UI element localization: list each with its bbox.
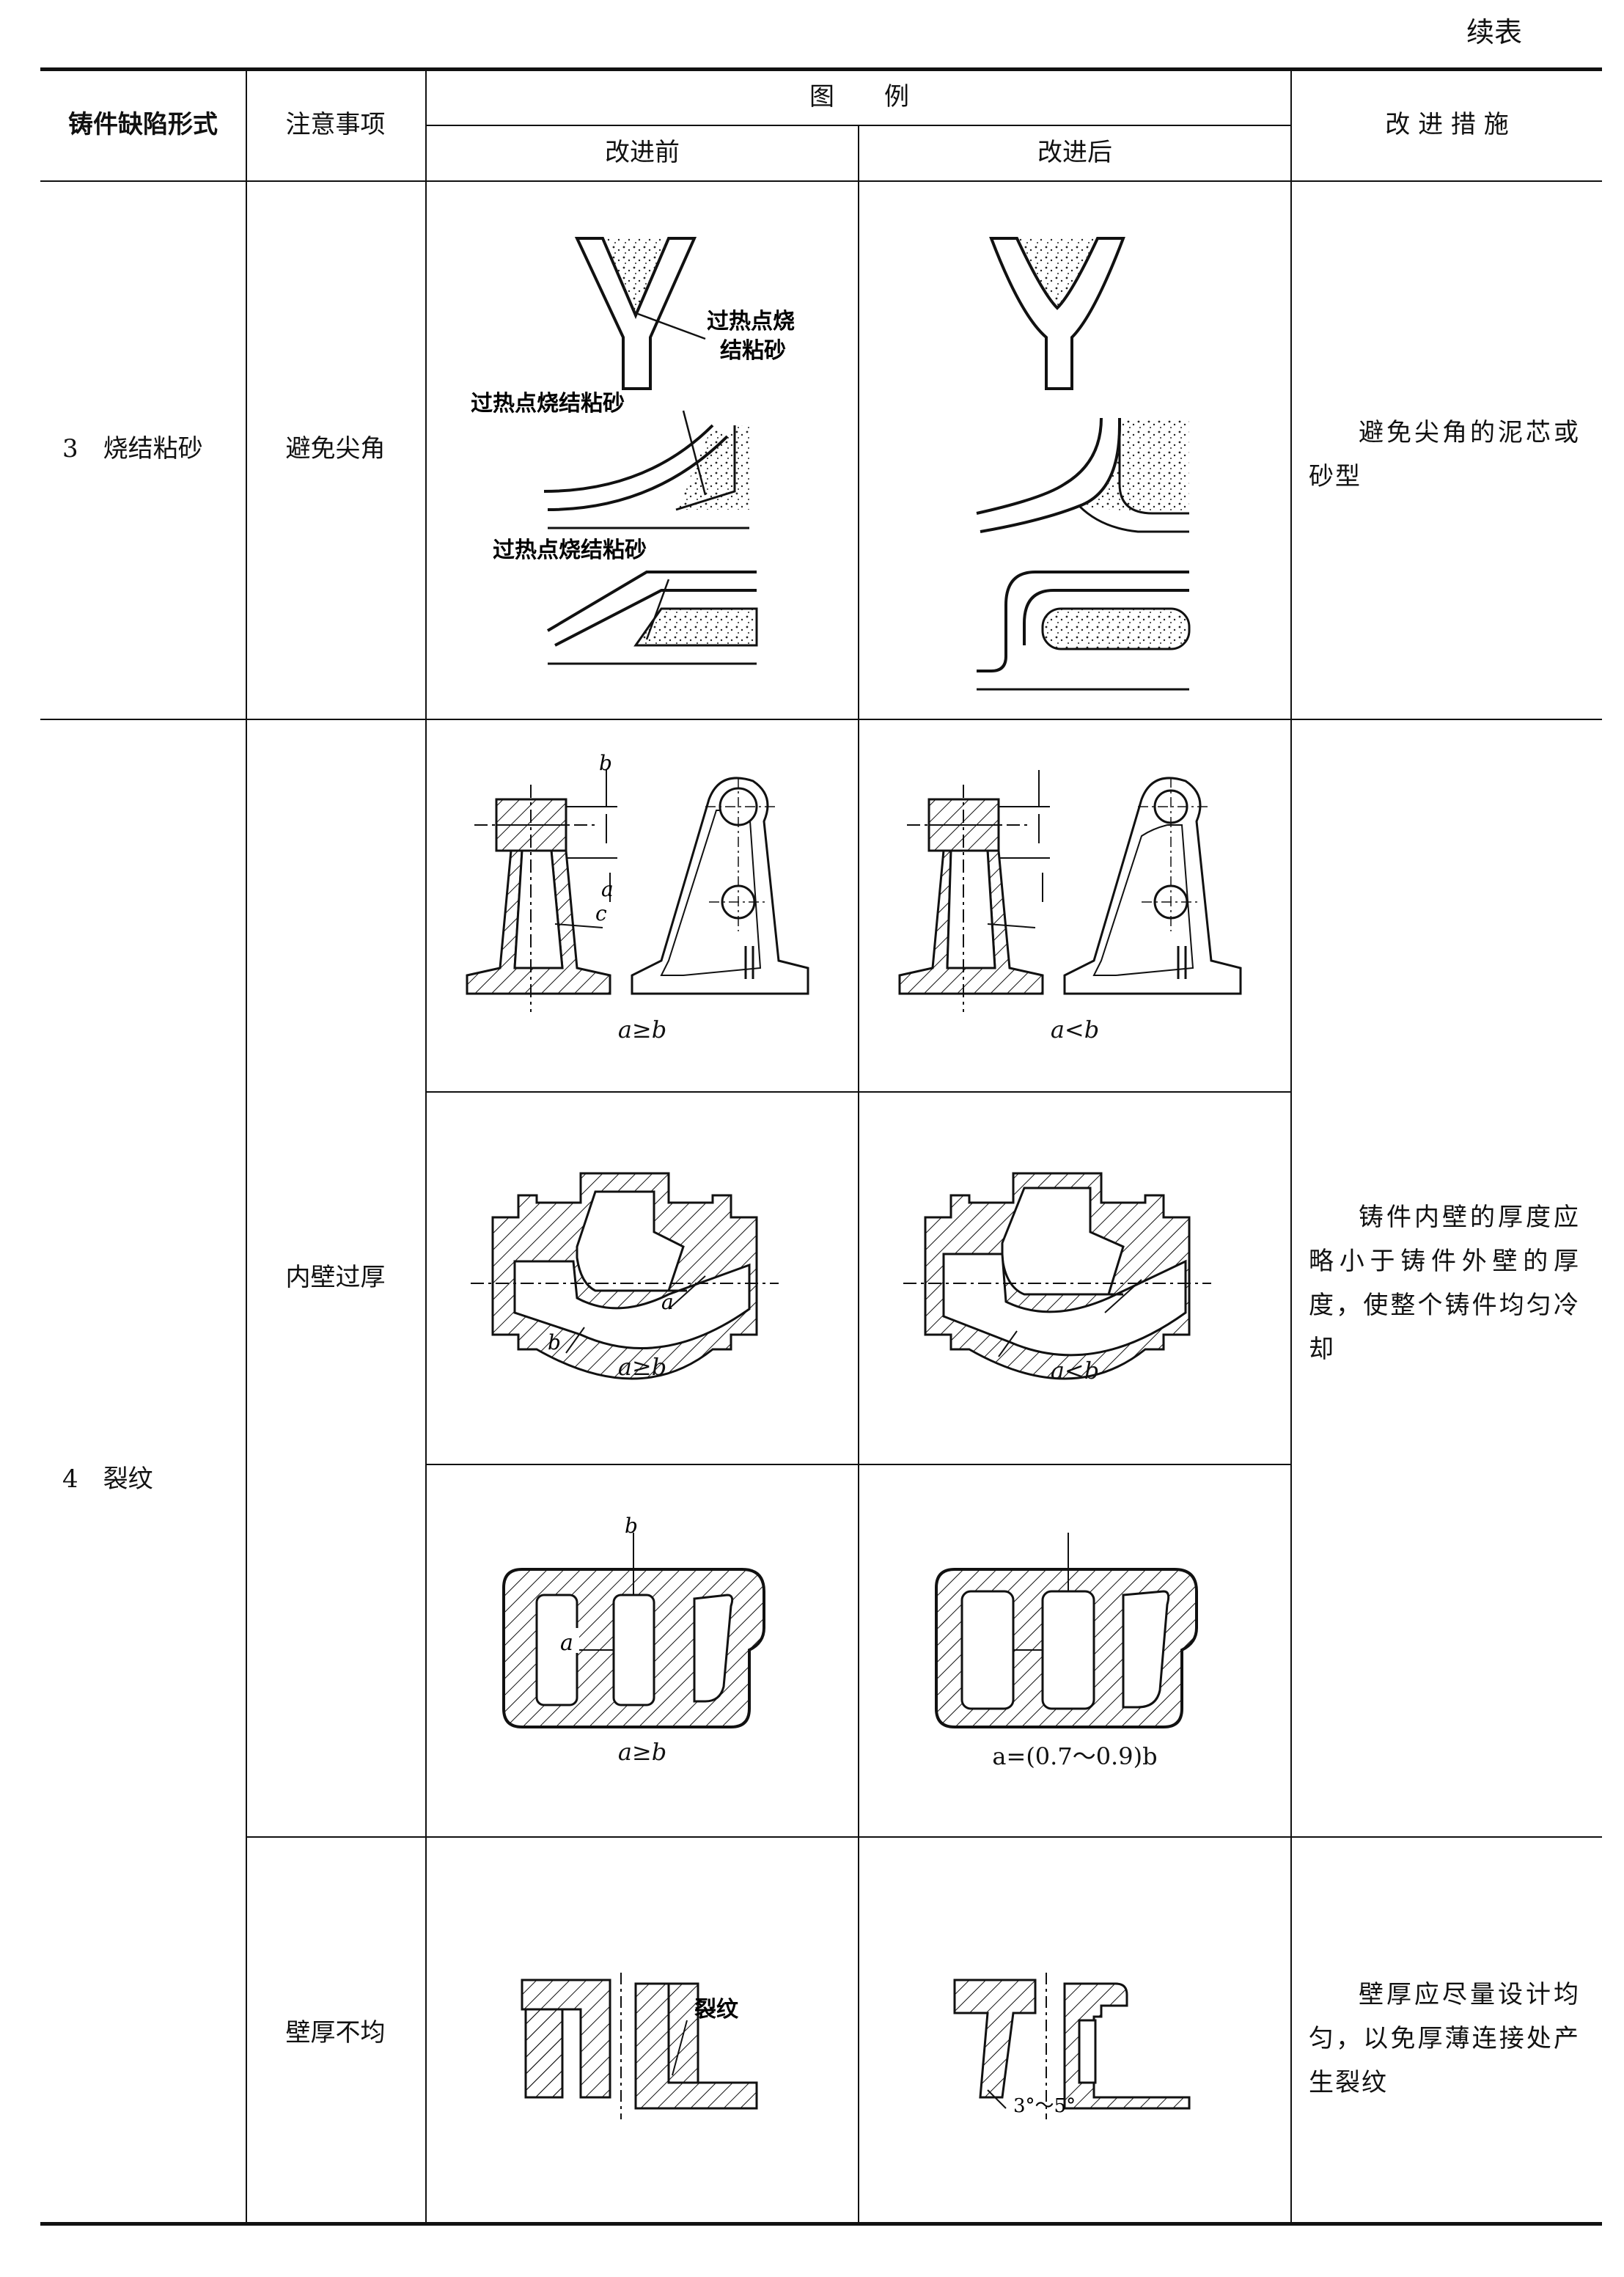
row4-defect: 4 裂纹 (62, 1464, 153, 1494)
header-before: 改进前 (605, 138, 680, 167)
crack-label: 裂纹 (694, 1997, 739, 2023)
row4-note-uneven-wall: 壁厚不均 (285, 2018, 386, 2047)
row3-defect: 3 烧结粘砂 (62, 434, 203, 463)
hot-spot-label-2: 过热点烧结粘砂 (471, 391, 625, 417)
col-divider-4 (1290, 67, 1292, 2223)
dim-label-a: a (601, 877, 614, 901)
row4d-before-figure: 裂纹 (521, 1973, 758, 2119)
row4a-bottom-rule (427, 1091, 1292, 1093)
row4-measure: 铸件内壁的厚度应略小于铸件外壁的厚度，使整个铸件均匀冷却 (1309, 1203, 1580, 1364)
row4c-after-caption: a=(0.7～0.9)b (992, 1742, 1158, 1770)
row3-after-figure (976, 237, 1191, 691)
row3-bottom-rule (40, 719, 1602, 720)
row3-before-figure: 过热点烧 结粘砂 过热点烧结粘砂 过热点烧结粘砂 (471, 237, 795, 665)
row3-measure: 避免尖角的泥芯或砂型 (1309, 418, 1580, 491)
row4b-before-figure: a b (471, 1172, 779, 1380)
row4-note-inner-wall: 内壁过厚 (285, 1263, 386, 1292)
row4b-before-caption: a≥b (617, 1353, 667, 1381)
row4d-after-figure: 3°～5° (953, 1973, 1191, 2119)
dim-label-a-4c: a (560, 1630, 573, 1656)
hot-spot-label-3: 过热点烧结粘砂 (493, 538, 647, 563)
header-sub-rule (427, 125, 1292, 126)
col-divider-3 (858, 125, 859, 2223)
row4a-before-caption: a≥b (617, 1016, 667, 1044)
row4-uneven-measure: 壁厚应尽量设计均匀，以免厚薄连接处产生裂纹 (1309, 1980, 1580, 2097)
row4b-after-caption: a<b (1050, 1357, 1100, 1385)
row3-note: 避免尖角 (285, 434, 386, 463)
col-divider-2 (425, 67, 427, 2223)
dim-label-b-4c: b (625, 1514, 638, 1538)
header-legend: 图 例 (809, 82, 909, 111)
table-top-rule (40, 67, 1602, 71)
header-measures: 改 进 措 施 (1385, 110, 1509, 139)
dim-label-b: b (599, 751, 612, 775)
row4b-after-figure (903, 1172, 1211, 1380)
row4c-before-caption: a≥b (617, 1738, 667, 1766)
header-after: 改进后 (1037, 138, 1112, 167)
hot-spot-label-1b: 结粘砂 (720, 338, 786, 364)
row4c-after-figure (935, 1533, 1198, 1728)
dim-label-a-4b: a (661, 1290, 674, 1314)
row4b-bottom-rule (427, 1464, 1292, 1465)
row4c-before-figure: b a (502, 1514, 765, 1728)
header-defect-form: 铸件缺陷形式 (68, 110, 218, 139)
row4a-after-caption: a<b (1050, 1016, 1100, 1044)
dim-label-b-4b: b (548, 1330, 561, 1354)
header-notes: 注意事项 (285, 110, 386, 139)
angle-label: 3°～5° (1013, 2095, 1076, 2117)
dim-label-c: c (595, 901, 607, 925)
header-bottom-rule (40, 180, 1602, 182)
hot-spot-label-1a: 过热点烧 (707, 309, 795, 334)
row4c-bottom-rule (246, 1836, 1602, 1838)
row4a-after-figure (898, 770, 1242, 1012)
table-bottom-rule (40, 2222, 1602, 2226)
col-divider-1 (246, 67, 247, 2223)
row4a-before-figure: b a c (466, 751, 809, 1012)
continued-label: 续表 (1466, 16, 1523, 48)
